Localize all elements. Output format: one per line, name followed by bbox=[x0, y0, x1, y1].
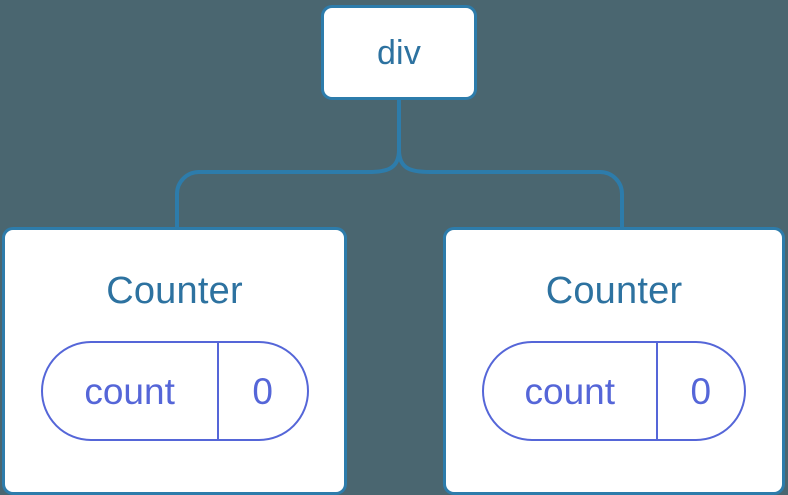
state-value: 0 bbox=[252, 370, 273, 412]
component-title: Counter bbox=[106, 270, 243, 312]
root-node-label: div bbox=[376, 33, 422, 72]
state-pill[interactable]: count 0 bbox=[40, 341, 309, 441]
state-value: 0 bbox=[690, 370, 712, 412]
state-key: count bbox=[43, 343, 219, 439]
connector-branch-right bbox=[397, 149, 624, 229]
node-component-counter-left[interactable]: Counter count 0 bbox=[2, 227, 347, 495]
connector-branch-left bbox=[175, 149, 401, 229]
state-pill[interactable]: count 0 bbox=[482, 341, 746, 441]
component-title: Counter bbox=[545, 270, 683, 312]
node-component-counter-right[interactable]: Counter count 0 bbox=[443, 227, 785, 495]
state-key: count bbox=[484, 343, 658, 439]
node-root-div[interactable]: div bbox=[321, 5, 477, 100]
